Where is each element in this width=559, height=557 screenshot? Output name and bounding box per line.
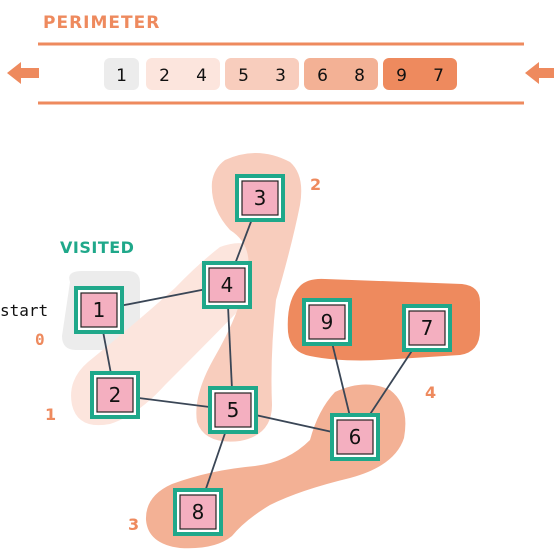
level-label-3: 3 [128, 515, 139, 534]
start-label: start [0, 301, 48, 320]
perimeter-item: 1 [116, 66, 127, 86]
visited-label: VISITED [60, 238, 134, 257]
node-6[interactable]: 6 [330, 413, 380, 461]
perimeter-item: 5 [238, 66, 249, 86]
node-9[interactable]: 9 [302, 298, 352, 346]
node-7[interactable]: 7 [402, 304, 452, 352]
node-label: 6 [349, 425, 362, 449]
node-3[interactable]: 3 [235, 174, 285, 222]
graph-nodes: 1 2 3 4 5 6 7 8 9 [74, 174, 452, 536]
node-box [96, 377, 134, 413]
node-box [179, 494, 217, 530]
node-label: 1 [93, 298, 106, 322]
node-label: 8 [192, 500, 205, 524]
node-2[interactable]: 2 [90, 371, 140, 419]
node-label: 4 [221, 273, 234, 297]
level-label-1: 1 [45, 405, 56, 424]
perimeter-item: 6 [317, 66, 328, 86]
node-1[interactable]: 1 [74, 286, 124, 334]
node-box [408, 310, 446, 346]
dequeue-arrow-icon [7, 62, 39, 84]
perimeter-title: PERIMETER [43, 13, 160, 33]
perimeter-item: 3 [275, 66, 286, 86]
perimeter-group-2 [225, 58, 299, 90]
node-box [80, 292, 118, 328]
perimeter-group-1 [146, 58, 220, 90]
node-label: 9 [321, 310, 334, 334]
perimeter-group-0 [104, 58, 139, 90]
node-box [208, 267, 246, 303]
node-label: 5 [227, 398, 240, 422]
node-label: 7 [421, 316, 434, 340]
perimeter-item: 7 [433, 66, 444, 86]
perimeter-item: 9 [396, 66, 407, 86]
level-label-4: 4 [425, 383, 436, 402]
perimeter-group-3 [304, 58, 378, 90]
node-4[interactable]: 4 [202, 261, 252, 309]
node-box [336, 419, 374, 455]
level-label-2: 2 [310, 175, 321, 194]
node-box [241, 180, 279, 216]
perimeter-item: 8 [354, 66, 365, 86]
perimeter-queue: 1 2 4 5 3 6 8 9 7 [104, 58, 457, 90]
level-label-0: 0 [35, 330, 45, 349]
node-label: 2 [109, 383, 122, 407]
perimeter-item: 4 [196, 66, 207, 86]
perimeter-item: 2 [159, 66, 170, 86]
node-8[interactable]: 8 [173, 488, 223, 536]
node-label: 3 [254, 186, 267, 210]
perimeter-group-4 [383, 58, 457, 90]
node-box [308, 304, 346, 340]
node-5[interactable]: 5 [208, 386, 258, 434]
enqueue-arrow-icon [525, 62, 554, 84]
node-box [214, 392, 252, 428]
